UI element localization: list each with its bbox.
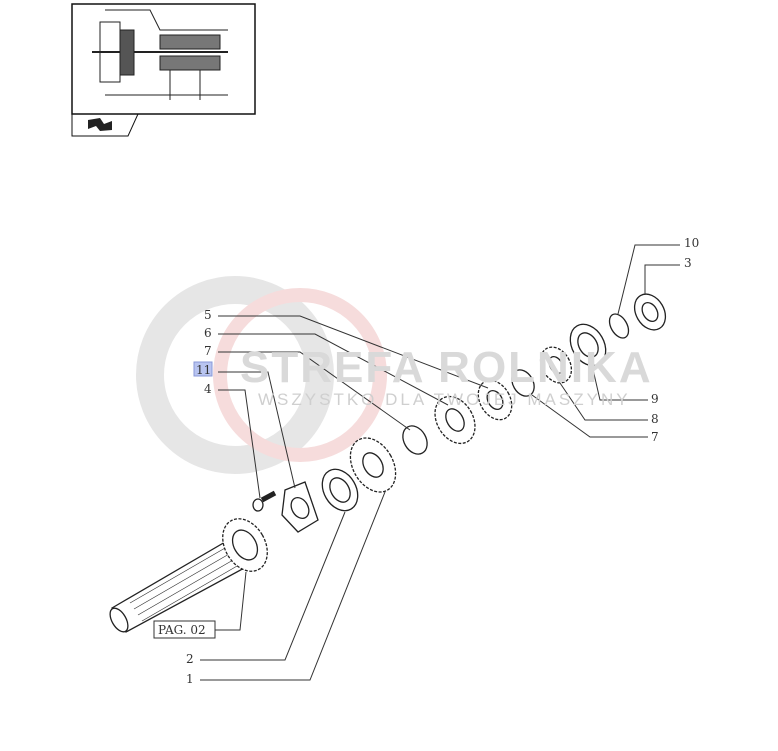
bearing-2-bore: [329, 477, 351, 503]
watermark-title: STREFA ROLNIKA: [240, 343, 653, 392]
watermark-emblem: [136, 276, 387, 474]
bushing-7: [402, 425, 428, 455]
callout-7-right[interactable]: 7: [651, 430, 659, 444]
thumbnail-overview[interactable]: [71, 3, 256, 137]
input-shaft: [109, 518, 268, 633]
watermark-subtitle: WSZYSTKO DLA TWOJEJ MASZYNY: [258, 390, 631, 409]
leader-lines: [200, 244, 680, 681]
gear-8: [539, 346, 573, 384]
callout-11-highlight: [193, 361, 213, 377]
callout-11[interactable]: 11: [196, 363, 211, 377]
callout-7[interactable]: 7: [204, 344, 212, 358]
callout-8[interactable]: 8: [651, 412, 659, 426]
callout-2[interactable]: 2: [186, 652, 194, 666]
callout-5[interactable]: 5: [204, 308, 212, 322]
page-ref-label[interactable]: PAG. 02: [158, 623, 206, 637]
callout-4[interactable]: 4: [204, 382, 212, 396]
bolt: [252, 490, 277, 512]
gear-1: [349, 437, 397, 493]
bearing-9: [569, 323, 607, 367]
callout-6[interactable]: 6: [204, 326, 212, 340]
gear-5: [477, 379, 513, 421]
callout-1[interactable]: 1: [186, 672, 194, 686]
bearing-3: [633, 293, 667, 331]
callout-10[interactable]: 10: [684, 236, 699, 250]
bushing-7-right: [511, 369, 535, 397]
arrow-flag-icon: [88, 118, 112, 131]
callout-9[interactable]: 9: [651, 392, 659, 406]
snap-ring-10: [608, 313, 630, 339]
page-ref-box[interactable]: [153, 620, 216, 639]
watermark-logo: STREFA ROLNIKA WSZYSTKO DLA TWOJEJ MASZY…: [240, 343, 653, 409]
flange-plate: [281, 481, 319, 533]
gear-6: [434, 395, 476, 445]
callout-3[interactable]: 3: [684, 256, 692, 270]
